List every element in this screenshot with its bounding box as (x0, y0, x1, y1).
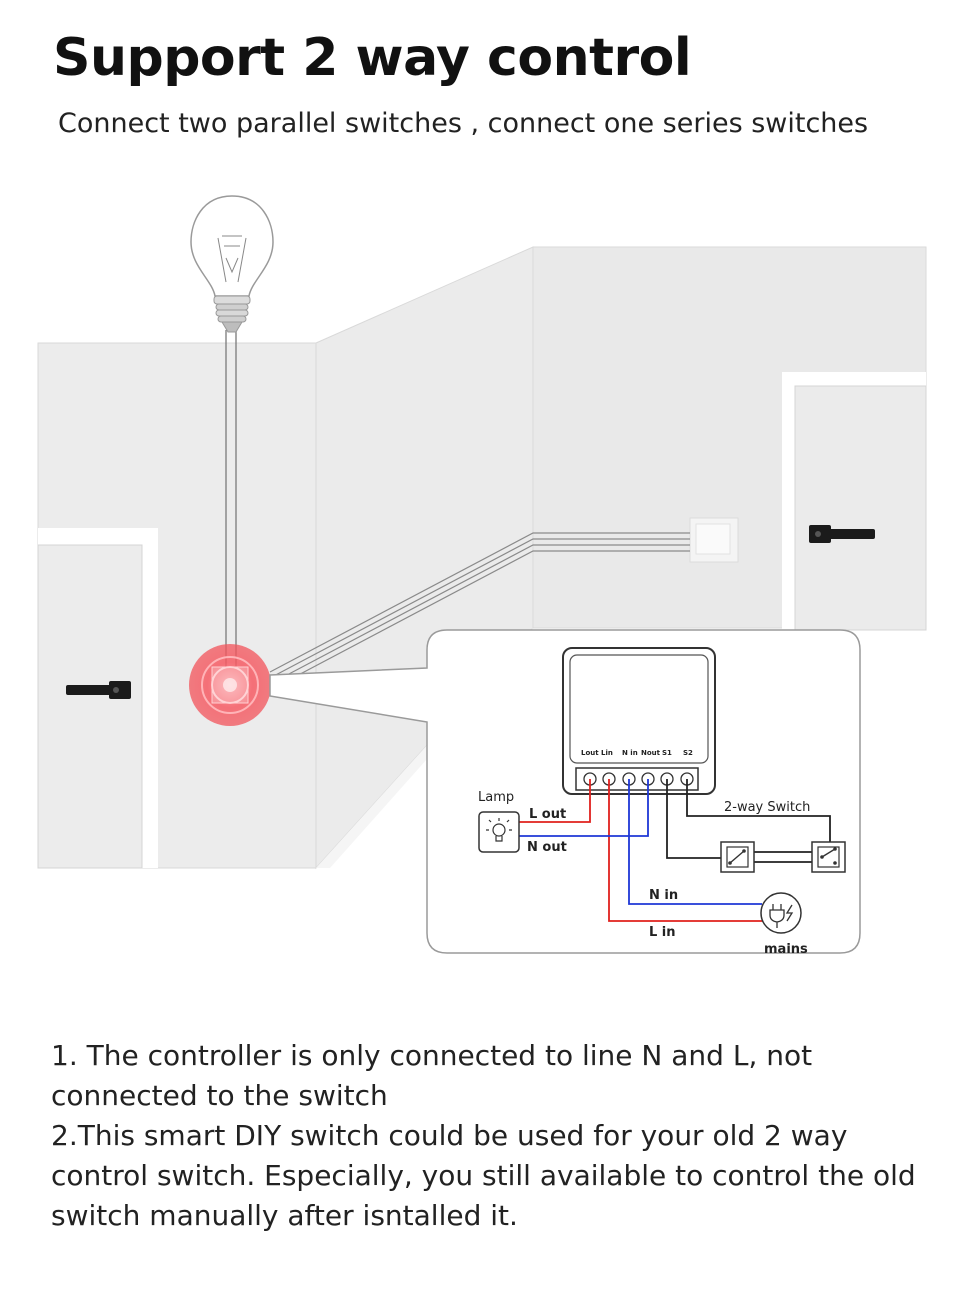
page-title: Support 2 way control (53, 28, 692, 88)
bulb-wires (225, 330, 237, 668)
switch-label: 2-way Switch (724, 800, 810, 815)
terminal-label-nin: N in (622, 749, 638, 757)
page-subtitle: Connect two parallel switches , connect … (58, 108, 869, 139)
mains-plug-icon (760, 892, 802, 934)
s2-wire (686, 779, 831, 844)
note-2: 2.This smart DIY switch could be used fo… (51, 1119, 916, 1232)
lout-wire (519, 779, 591, 823)
controller-module: Lout Lin N in Nout S1 S2 (562, 647, 716, 795)
light-bulb-icon (190, 195, 274, 333)
terminal-label-s1: S1 (662, 749, 672, 757)
terminal-label-nout: Nout (641, 749, 661, 757)
notes: 1. The controller is only connected to l… (51, 1036, 946, 1236)
wall-wires (269, 532, 690, 691)
door-handle-right-icon (809, 525, 875, 543)
lin-label: L in (649, 925, 676, 940)
callout-wires (519, 779, 831, 922)
lin-wire (608, 779, 775, 922)
wall-switch-right (689, 517, 739, 563)
terminal-label-lin: Lin (601, 749, 613, 757)
mains-label: mains (764, 942, 808, 957)
note-1: 1. The controller is only connected to l… (51, 1039, 813, 1112)
wiring-scene: Lout Lin N in Nout S1 S2 Lamp L out N ou… (37, 195, 927, 957)
switch-link-wires (754, 851, 812, 863)
lout-label: L out (529, 807, 566, 822)
lamp-icon (478, 811, 520, 853)
left-door (37, 528, 158, 869)
nin-label: N in (649, 888, 678, 903)
nout-wire (519, 779, 649, 837)
terminal-label-lout: Lout (581, 749, 599, 757)
right-door (782, 372, 927, 631)
door-handle-left-icon (66, 681, 131, 699)
terminal-label-s2: S2 (683, 749, 693, 757)
two-way-switch-right-icon (811, 841, 846, 873)
two-way-switch-left-icon (720, 841, 755, 873)
s1-wire (666, 779, 721, 859)
lamp-label: Lamp (478, 790, 514, 805)
nin-wire (628, 779, 762, 905)
nout-label: N out (527, 840, 567, 855)
controller-highlight (189, 644, 271, 726)
